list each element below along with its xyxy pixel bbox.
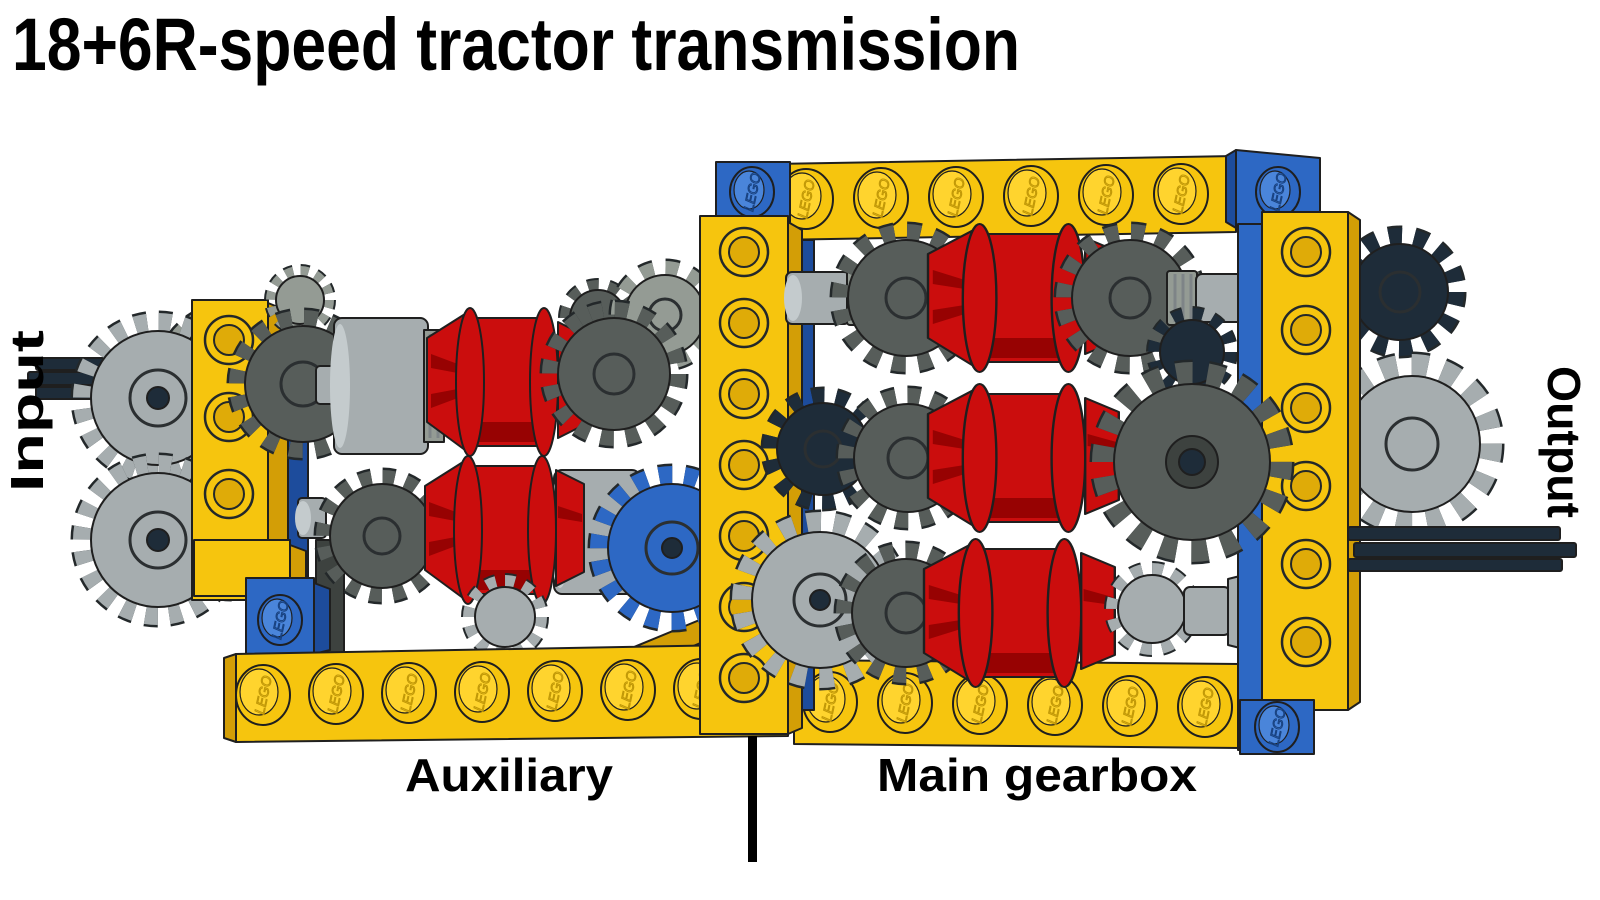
auxiliary-corner-bricks: LEGO [193, 539, 345, 655]
divider-line [748, 736, 757, 862]
main-big-dark-gear [1089, 359, 1295, 565]
main-top-beam: LEGO LEGO LEGO LEGO LEGO LEGO [771, 155, 1237, 241]
auxiliary-label: Auxiliary [405, 749, 613, 801]
main-right-wall [1237, 211, 1361, 751]
main-row3 [833, 537, 1253, 689]
main-gearbox-label: Main gearbox [877, 749, 1197, 801]
output-gear-navy [1333, 225, 1467, 359]
output-axle [1347, 526, 1577, 572]
aux-gray-gear-small-bottom [461, 573, 549, 661]
auxiliary-bottom-beam: LEGO LEGO LEGO LEGO LEGO LEGO LEGO LEGO [223, 643, 794, 743]
input-label: Input [1, 330, 53, 492]
aux-dark-gear-top-right [539, 299, 689, 449]
main-row3-red-clutch [922, 537, 1117, 689]
corner-brick-top-left: LEGO [715, 161, 791, 223]
aux-shaft-nub-bottom [295, 497, 327, 539]
main-row2 [835, 382, 1121, 534]
main-row1 [784, 221, 1259, 375]
main-row3-gray-gear-right [1104, 561, 1200, 657]
aux-red-clutch-bottom [424, 455, 585, 605]
page-title: 18+6R-speed tractor transmission [12, 3, 1020, 86]
output-label: Output [1538, 366, 1590, 518]
aux-clutch-housing-top [315, 317, 445, 455]
corner-brick-bottom-right: LEGO [1239, 699, 1315, 755]
